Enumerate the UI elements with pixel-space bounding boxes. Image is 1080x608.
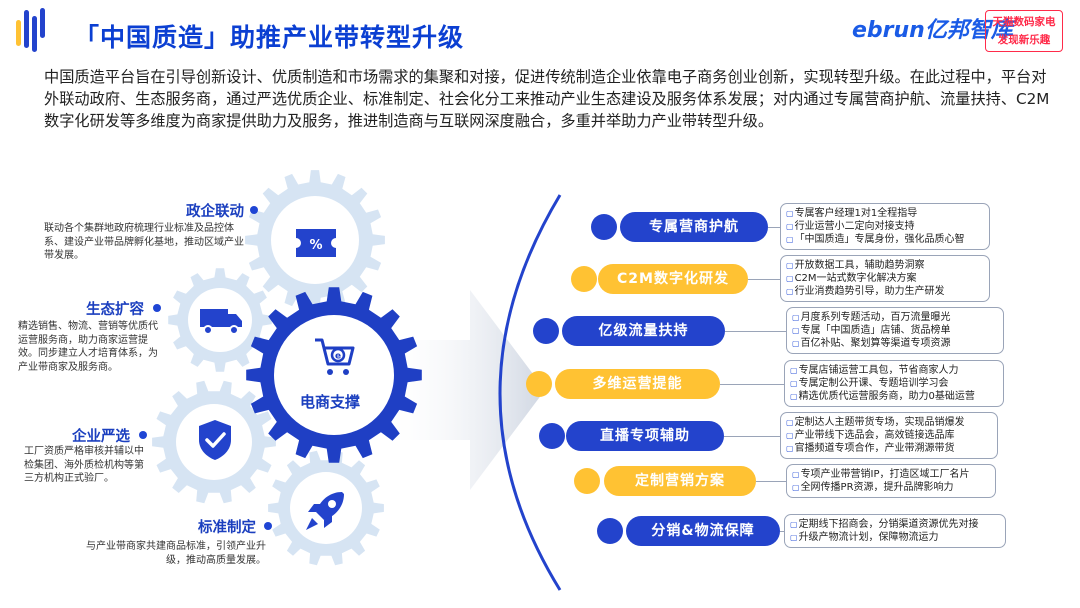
service-detail-line: 全网传播PR资源，提升品牌影响力 xyxy=(792,481,990,494)
connector-line xyxy=(720,383,784,385)
ebrun-logo: ebrun亿邦智库 xyxy=(852,18,1013,43)
connector-dot xyxy=(264,522,272,530)
service-detail-line: 开放数据工具，辅助趋势洞察 xyxy=(786,259,984,272)
service-detail-line: 行业运营小二定向对接支持 xyxy=(786,220,984,233)
service-pill: 直播专项辅助 xyxy=(566,420,724,451)
connector-dot xyxy=(153,304,161,312)
service-pill: 多维运营提能 xyxy=(555,368,720,399)
connector-line xyxy=(768,226,780,228)
svg-text:e: e xyxy=(335,352,341,362)
service-detail-line: 官播频道专项合作，产业带溯源带货 xyxy=(786,442,992,455)
tmall-logo-line1: 天猫数码家电 xyxy=(992,16,1056,28)
service-detail-line: 月度系列专题活动，百万流量曝光 xyxy=(792,311,998,324)
left-item-desc: 与产业带商家共建商品标准，引领产业升级，推动高质量发展。 xyxy=(86,541,266,566)
coupon-icon: % xyxy=(296,229,336,257)
tmall-logo-line2: 发现新乐趣 xyxy=(997,34,1051,46)
service-pill: 分销&物流保障 xyxy=(626,516,780,546)
left-item-desc: 工厂资质严格审核并辅以中检集团、海外质检机构等第三方机构正式验厂。 xyxy=(24,446,144,484)
connector-line xyxy=(724,435,780,437)
tmall-logo: 天猫数码家电 发现新乐趣 xyxy=(985,10,1063,52)
service-detail-box: 定期线下招商会，分销渠道资源优先对接升级产物流计划，保障物流运力 xyxy=(784,514,1006,548)
service-detail-line: 产业带线下选品会，高效链接选品库 xyxy=(786,429,992,442)
bullet-circle xyxy=(533,317,559,344)
connector-line xyxy=(780,531,784,532)
shopping-cart-icon: e xyxy=(315,338,355,375)
service-detail-line: 专属定制公开课、专题培训学习会 xyxy=(790,377,998,390)
connector-dot xyxy=(250,206,258,214)
intro-paragraph: 中国质造平台旨在引导创新设计、优质制造和市场需求的集聚和对接，促进传统制造企业依… xyxy=(44,68,1050,130)
service-detail-line: 定制达人主题带货专场，实现品销爆发 xyxy=(786,416,992,429)
service-pill: 定制营销方案 xyxy=(604,466,756,496)
bullet-circle xyxy=(591,213,617,240)
left-item-title: 标准制定 xyxy=(198,520,256,536)
service-detail-line: C2M一站式数字化解决方案 xyxy=(786,272,984,285)
service-detail-box: 专属店铺运营工具包，节省商家人力专属定制公开课、专题培训学习会精选优质代运营服务… xyxy=(784,360,1004,407)
connector-dot xyxy=(139,431,147,439)
gear-center-center xyxy=(274,315,394,435)
service-detail-line: 精选优质代运营服务商，助力0基础运营 xyxy=(790,390,998,403)
svg-text:%: % xyxy=(309,238,322,253)
service-detail-box: 专属客户经理1对1全程指导行业运营小二定向对接支持「中国质造」专属身份，强化品质… xyxy=(780,203,990,250)
left-item-desc: 联动各个集群地政府梳理行业标准及品控体系、建设产业带品牌孵化基地，推动区域产业带… xyxy=(44,223,244,261)
service-detail-box: 月度系列专题活动，百万流量曝光专属「中国质造」店铺、货品榜单百亿补贴、聚划算等渠… xyxy=(786,307,1004,354)
bullet-circle xyxy=(526,370,552,397)
service-detail-line: 「中国质造」专属身份，强化品质心智 xyxy=(786,233,984,246)
rocket-icon xyxy=(306,492,344,530)
service-detail-line: 升级产物流计划，保障物流运力 xyxy=(790,531,1000,544)
left-item-title: 政企联动 xyxy=(186,204,244,220)
center-label: 电商支撑 xyxy=(300,393,361,411)
left-item-title: 企业严选 xyxy=(72,429,130,445)
connector-line xyxy=(725,330,786,332)
service-detail-box: 定制达人主题带货专场，实现品销爆发产业带线下选品会，高效链接选品库官播频道专项合… xyxy=(780,412,998,459)
bullet-circle xyxy=(574,468,600,494)
connector-line xyxy=(756,481,786,482)
left-item-title: 生态扩容 xyxy=(86,302,144,318)
left-item-desc: 精选销售、物流、营销等优质代运营服务商，助力商家运营提效。同步建立人才培育体系，… xyxy=(18,321,158,373)
service-detail-line: 百亿补贴、聚划算等渠道专项资源 xyxy=(792,337,998,350)
service-detail-box: 专项产业带营销IP，打造区域工厂名片全网传播PR资源，提升品牌影响力 xyxy=(786,464,996,498)
truck-icon xyxy=(200,309,242,335)
service-detail-line: 专项产业带营销IP，打造区域工厂名片 xyxy=(792,468,990,481)
service-pill: 亿级流量扶持 xyxy=(562,315,725,346)
header-decoration-icon xyxy=(16,8,45,52)
arc-divider xyxy=(498,194,562,591)
service-pill: C2M数字化研发 xyxy=(598,263,748,294)
service-detail-line: 专属「中国质造」店铺、货品榜单 xyxy=(792,324,998,337)
bullet-circle xyxy=(597,518,623,544)
bullet-circle xyxy=(571,265,597,292)
bullet-circle xyxy=(539,422,565,449)
service-detail-line: 专属店铺运营工具包，节省商家人力 xyxy=(790,364,998,377)
service-detail-line: 定期线下招商会，分销渠道资源优先对接 xyxy=(790,518,1000,531)
service-detail-line: 行业消费趋势引导，助力生产研发 xyxy=(786,285,984,298)
shield-check-icon xyxy=(199,420,231,460)
page-title: 「中国质造」助推产业带转型升级 xyxy=(74,23,465,52)
service-detail-line: 专属客户经理1对1全程指导 xyxy=(786,207,984,220)
connector-line xyxy=(748,278,780,280)
service-detail-box: 开放数据工具，辅助趋势洞察C2M一站式数字化解决方案行业消费趋势引导，助力生产研… xyxy=(780,255,990,302)
service-pill: 专属营商护航 xyxy=(620,211,768,242)
